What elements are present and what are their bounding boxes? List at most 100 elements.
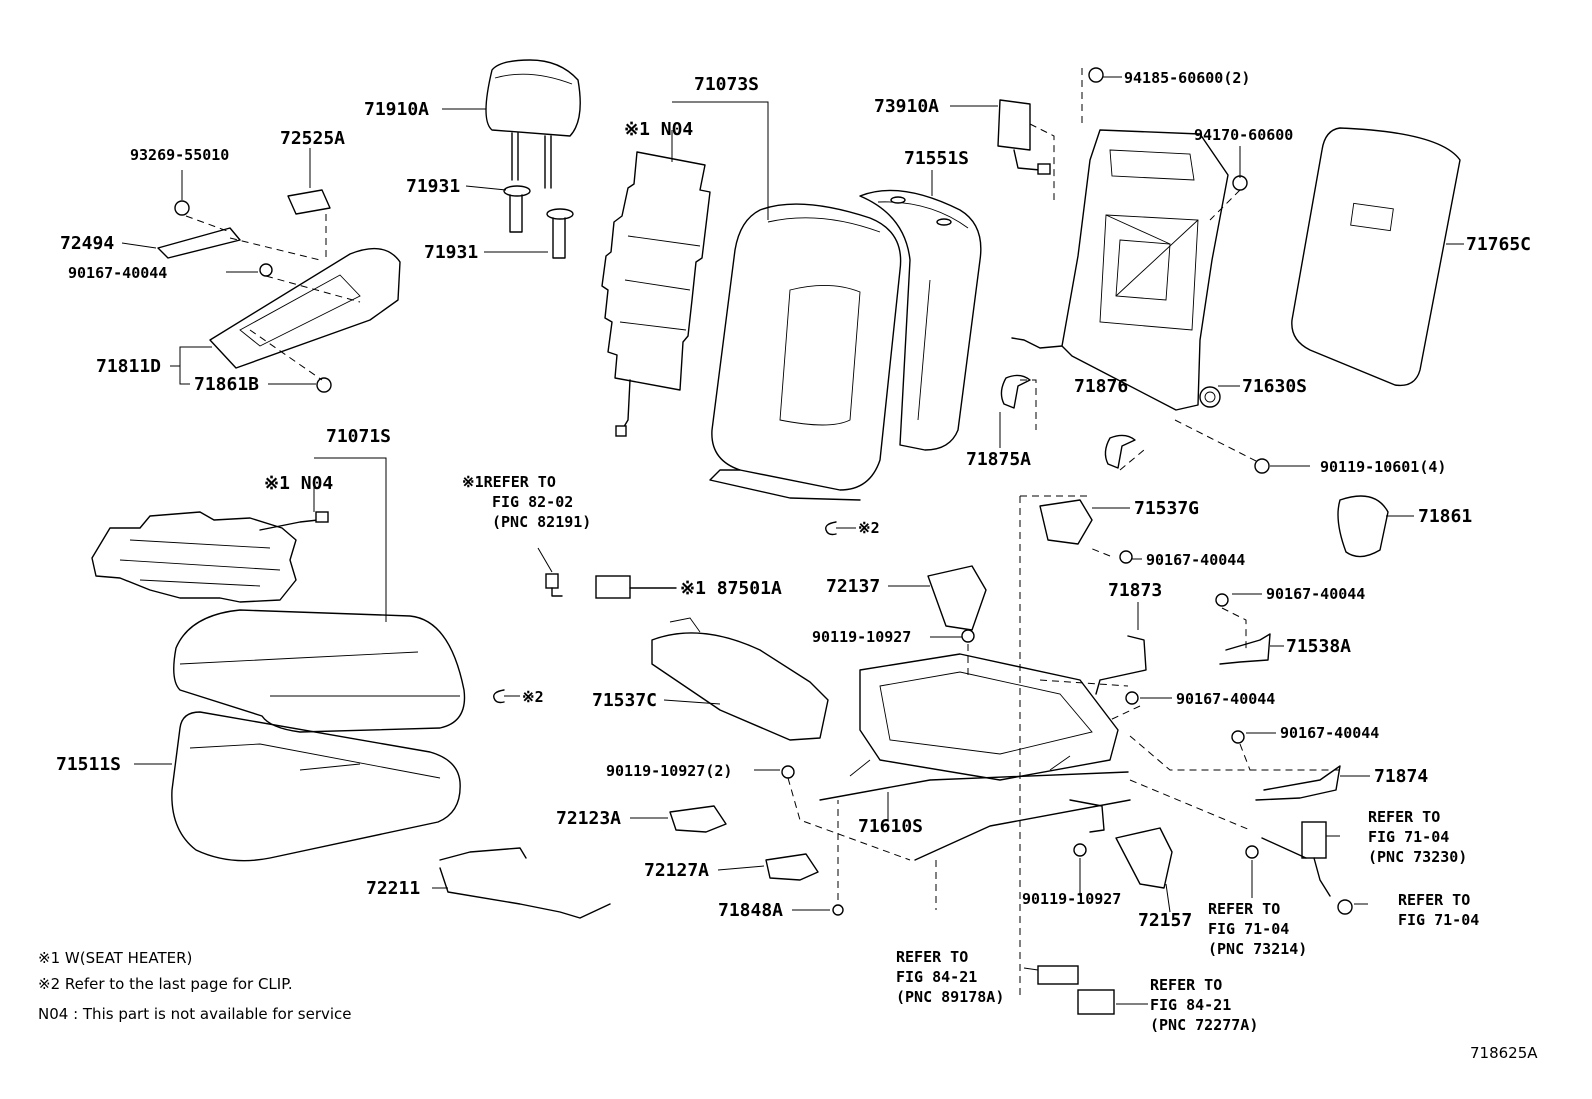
label-71861B: 71861B: [194, 374, 259, 395]
label-71537C: 71537C: [592, 690, 657, 711]
cushion-heater-drawing: [91, 511, 329, 603]
recliner-cover-drawing: [1337, 495, 1389, 558]
seat-brackets-drawing: [1039, 499, 1341, 801]
label-72211: 72211: [366, 878, 420, 899]
legend-notes: ※1 W(SEAT HEATER) ※2 Refer to the last p…: [38, 949, 352, 1023]
refer-line: (PNC 72277A): [1150, 1016, 1258, 1034]
headrest-support-drawing: [503, 185, 574, 259]
cushion-pad-drawing: [171, 711, 461, 862]
label-72123A: 72123A: [556, 808, 621, 829]
label-90167-40044-c: 90167-40044: [1266, 585, 1365, 603]
label-90119-10927-b: 90119-10927: [1022, 890, 1121, 908]
refer-fig-84-21-b: REFER TO FIG 84-21 (PNC 72277A): [1150, 976, 1258, 1034]
bolt-icons: [781, 67, 1270, 916]
part-labels: 71910A 72525A 93269-55010 72494 90167-40…: [56, 69, 1531, 931]
label-93269-55010: 93269-55010: [130, 146, 229, 164]
label-71765C: 71765C: [1466, 234, 1531, 255]
label-90167-40044-d: 90167-40044: [1176, 690, 1275, 708]
label-72157: 72157: [1138, 910, 1192, 931]
note-seat-heater: ※1 W(SEAT HEATER): [38, 949, 192, 967]
leader-lines: [121, 76, 1464, 1005]
refer-line: FIG 84-21: [1150, 996, 1231, 1014]
label-72137: 72137: [826, 576, 880, 597]
refer-blocks: ※1REFER TO FIG 82-02 (PNC 82191) REFER T…: [462, 473, 1479, 1034]
refer-line: REFER TO: [1208, 900, 1280, 918]
headrest-drawing: [485, 59, 581, 189]
label-71874: 71874: [1374, 766, 1428, 787]
label-71875A: 71875A: [966, 449, 1031, 470]
label-71071S: 71071S: [326, 426, 391, 447]
refer-line: REFER TO: [1368, 808, 1440, 826]
label-71873: 71873: [1108, 580, 1162, 601]
seat-track-drawing: [819, 653, 1131, 861]
label-71073S-note: ※1 N04: [624, 119, 693, 140]
label-71538A: 71538A: [1286, 636, 1351, 657]
refer-line: ※1REFER TO: [462, 473, 556, 491]
clip-icons: [493, 521, 837, 704]
label-73910A: 73910A: [874, 96, 939, 117]
label-71910A: 71910A: [364, 99, 429, 120]
refer-fig-84-21-a: REFER TO FIG 84-21 (PNC 89178A): [896, 948, 1004, 1006]
note-n04: N04 : This part is not available for ser…: [38, 1005, 352, 1023]
refer-line: FIG 71-04: [1398, 911, 1479, 929]
cushion-cover-drawing: [173, 609, 466, 733]
label-71071S-note: ※1 N04: [264, 473, 333, 494]
label-71073S: 71073S: [694, 74, 759, 95]
dashed-guides: [185, 68, 1340, 1000]
label-90167-40044-a: 90167-40044: [68, 264, 167, 282]
refer-line: (PNC 73230): [1368, 848, 1467, 866]
label-72494: 72494: [60, 233, 114, 254]
label-71848A: 71848A: [718, 900, 783, 921]
bracket-drawing: [1000, 374, 1136, 469]
label-90119-10927-a: 90119-10927: [812, 628, 911, 646]
wire-drawing: [439, 847, 611, 919]
label-71876: 71876: [1074, 376, 1128, 397]
label-71630S: 71630S: [1242, 376, 1307, 397]
refer-line: (PNC 82191): [492, 513, 591, 531]
label-71551S: 71551S: [904, 148, 969, 169]
refer-line: (PNC 73214): [1208, 940, 1307, 958]
refer-fig-71-04-b: REFER TO FIG 71-04 (PNC 73214): [1208, 900, 1307, 958]
refer-line: FIG 84-21: [896, 968, 977, 986]
label-90167-40044-b: 90167-40044: [1146, 551, 1245, 569]
label-clip-a: ※2: [858, 519, 880, 537]
label-71610S: 71610S: [858, 816, 923, 837]
label-71537G: 71537G: [1134, 498, 1199, 519]
label-clip-b: ※2: [522, 688, 544, 706]
label-87501A: ※1 87501A: [680, 578, 782, 599]
track-cover-drawing: [927, 565, 987, 631]
refer-fig-71-04-c: REFER TO FIG 71-04: [1398, 891, 1479, 929]
seatback-module-drawing: [997, 99, 1051, 175]
label-71811D: 71811D: [96, 356, 161, 377]
figure-id: 718625A: [1470, 1044, 1538, 1062]
label-94185-60600: 94185-60600(2): [1124, 69, 1250, 87]
label-72525A: 72525A: [280, 128, 345, 149]
refer-fig-71-04-a: REFER TO FIG 71-04 (PNC 73230): [1368, 808, 1467, 866]
refer-line: REFER TO: [896, 948, 968, 966]
refer-line: (PNC 89178A): [896, 988, 1004, 1006]
label-71861: 71861: [1418, 506, 1472, 527]
heater-unit-drawing: [545, 573, 677, 599]
label-94170-60600: 94170-60600: [1194, 126, 1293, 144]
note-clip: ※2 Refer to the last page for CLIP.: [38, 975, 293, 993]
belt-buckle-drawing: [1245, 821, 1353, 915]
refer-line: REFER TO: [1150, 976, 1222, 994]
seatback-cover-drawing: [709, 203, 902, 501]
small-covers-drawing: [669, 805, 1173, 889]
label-90119-10601: 90119-10601(4): [1320, 458, 1446, 476]
side-shield-drawing: [157, 189, 401, 393]
label-90119-10927-2: 90119-10927(2): [606, 762, 732, 780]
seatback-frame-drawing: [1011, 129, 1229, 411]
seatback-pad-drawing: [859, 189, 982, 451]
refer-line: FIG 71-04: [1208, 920, 1289, 938]
label-72127A: 72127A: [644, 860, 709, 881]
bottom-connectors-drawing: [1037, 965, 1115, 1015]
label-71931-a: 71931: [406, 176, 460, 197]
refer-fig-82-02: ※1REFER TO FIG 82-02 (PNC 82191): [462, 473, 591, 531]
back-board-drawing: [1291, 127, 1461, 387]
label-90167-40044-e: 90167-40044: [1280, 724, 1379, 742]
back-heater-drawing: [601, 151, 711, 437]
refer-line: REFER TO: [1398, 891, 1470, 909]
label-71511S: 71511S: [56, 754, 121, 775]
